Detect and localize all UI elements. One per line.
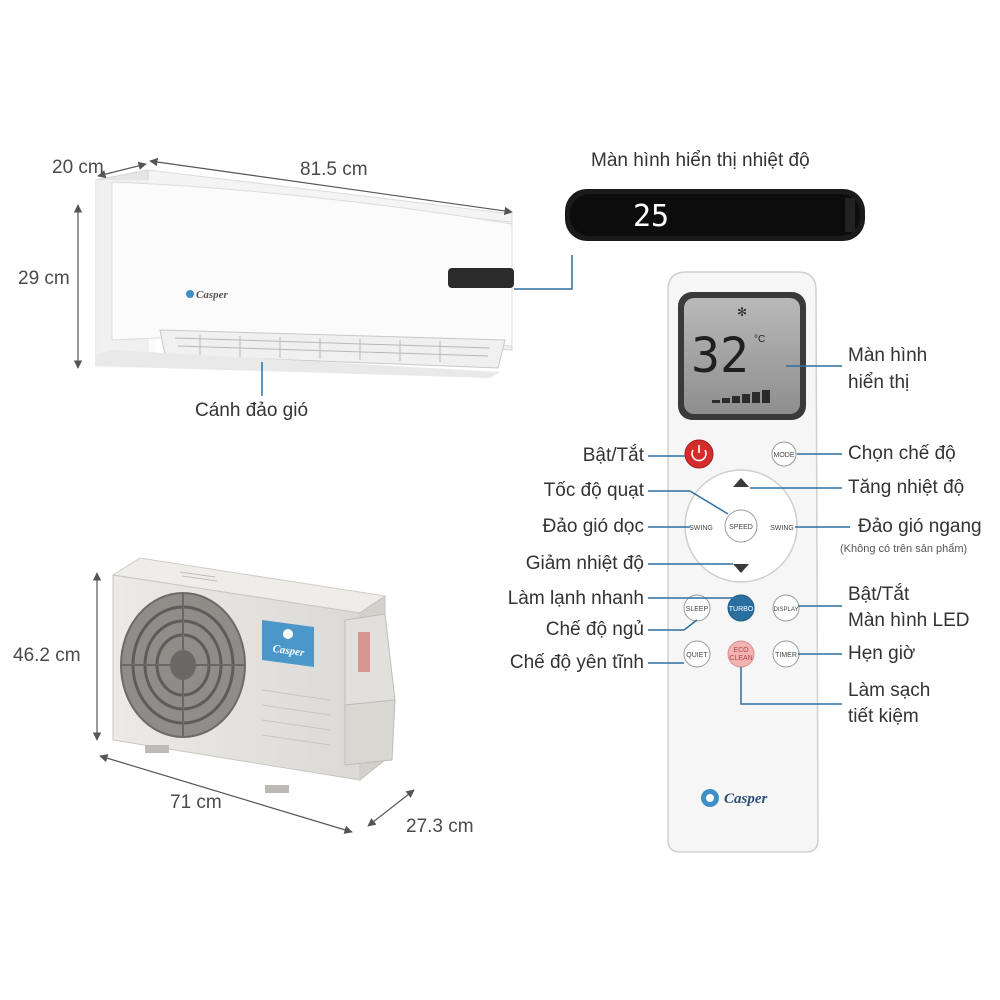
callout-temp-down: Giảm nhiệt độ [525,553,644,574]
outdoor-brand: Casper [272,643,306,659]
fan-level-bars [712,390,770,403]
eco-button-line1[interactable]: ECO [733,647,749,654]
power-button[interactable] [684,439,714,469]
mode-button[interactable]: MODE [774,452,795,459]
callout-fan-speed: Tốc độ quạt [543,480,644,501]
fan-icon: ✻ [737,305,747,319]
remote-brand: Casper [724,791,768,807]
remote-lcd-temperature: 32 [691,328,749,384]
timer-button[interactable]: TIMER [775,652,797,659]
turbo-button[interactable]: TURBO [729,606,754,613]
display-panel-title: Màn hình hiển thị nhiệt độ [591,150,810,171]
callout-turbo: Làm lạnh nhanh [507,588,644,609]
callout-display-line1: Bật/Tắt [848,584,910,605]
outdoor-logo-plate [262,620,314,667]
eco-button-line2[interactable]: CLEAN [729,655,752,662]
callout-eco-line1: Làm sạch [848,680,931,701]
callout-swing-vertical: Đảo gió dọc [542,516,644,537]
callout-mode: Chọn chế độ [848,443,956,464]
indoor-width-label: 81.5 cm [300,159,368,180]
fan-grille [120,592,246,738]
vane-label: Cánh đảo gió [195,400,309,421]
display-panel [565,189,865,241]
callout-swing-horizontal-note: (Không có trên sản phẩm) [840,543,968,555]
indoor-depth-label: 20 cm [52,157,104,178]
swing-horizontal-button[interactable]: SWING [770,525,794,532]
indoor-height-label: 29 cm [18,268,70,289]
indoor-dimension-lines [73,157,513,369]
display-callout-line [514,255,573,290]
sleep-button[interactable]: SLEEP [686,606,709,613]
indoor-unit [95,169,514,378]
callout-temp-up: Tăng nhiệt độ [848,477,965,498]
callout-display-line2: Màn hình LED [848,610,970,631]
indoor-brand: Casper [196,289,229,301]
power-icon [691,449,707,462]
display-temperature: 25 [633,199,669,234]
remote-callout-lines [648,365,850,705]
callout-screen-line1: Màn hình [848,345,928,366]
callout-screen-line2: hiển thị [848,372,910,393]
callout-swing-horizontal: Đảo gió ngang [858,516,982,537]
indoor-display-window [448,268,514,288]
callout-quiet: Chế độ yên tĩnh [509,652,644,673]
callout-power: Bật/Tắt [582,445,644,466]
swing-vertical-button[interactable]: SWING [689,525,713,532]
outdoor-dimension-lines [92,572,415,834]
temp-down-arrow [733,564,749,573]
outdoor-unit [111,557,396,793]
callout-timer: Hẹn giờ [848,643,916,664]
display-button[interactable]: DISPLAY [774,607,799,613]
quiet-button[interactable]: QUIET [686,652,708,659]
remote-lcd-unit: °C [754,334,765,345]
temp-up-arrow [733,478,749,487]
callout-sleep: Chế độ ngủ [545,619,644,640]
outdoor-height-label: 46.2 cm [13,645,81,666]
remote-button-labels: MODE SPEED SWING SWING SLEEP TURBO DISPL… [686,452,799,662]
outdoor-width-label: 71 cm [170,792,222,813]
casper-logo-icon [283,629,293,639]
remote-control: ✻ [667,271,819,853]
casper-logo-icon [186,290,194,298]
callout-eco-line2: tiết kiệm [848,706,919,727]
speed-button[interactable]: SPEED [729,524,753,531]
outdoor-depth-label: 27.3 cm [406,816,474,837]
